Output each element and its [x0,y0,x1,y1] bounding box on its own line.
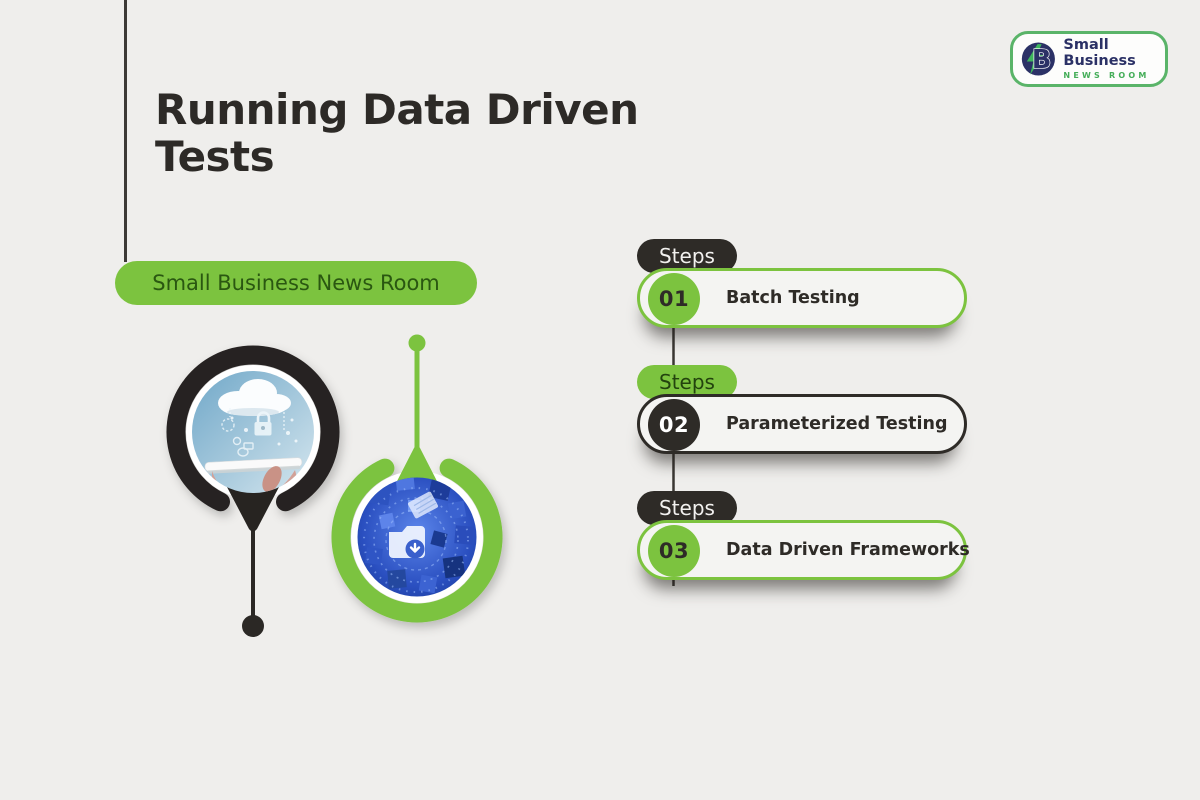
step-tab-label: Steps [659,370,715,394]
logo-monogram-icon: B [1021,42,1055,76]
step-number-badge: 03 [648,525,700,577]
step-number-badge: 02 [648,399,700,451]
brand-ribbon: Small Business News Room [115,261,477,305]
brand-logo: B Small Business NEWS ROOM [1010,31,1168,87]
step-tab: Steps [637,239,737,273]
green-ring [331,458,503,623]
step-pill: Parameterized Testing [637,394,967,454]
step-tab-label: Steps [659,244,715,268]
document-icons [408,491,438,519]
logo-brand-tagline: NEWS ROOM [1063,71,1150,81]
padlock-icon [254,411,272,436]
logo-brand-name: Small Business [1063,36,1136,69]
circuit-folder-photo [357,477,477,597]
step-tab: Steps [637,365,737,399]
green-pin-dot [408,334,426,352]
download-arrow-icon [409,542,421,553]
logo-lightning-icon [1026,44,1044,75]
step-tab-label: Steps [659,496,715,520]
step-label: Parameterized Testing [726,414,948,434]
green-pin-marker [331,334,503,623]
step-item-1: Steps Batch Testing 01 [637,239,967,334]
step-label: Data Driven Frameworks [726,540,970,560]
tech-dots [230,416,298,446]
logo-monogram: B [1032,45,1052,75]
tech-icons [221,408,285,457]
black-pin-dot [242,615,264,637]
black-pin-marker [166,345,340,637]
step-number-badge: 01 [648,273,700,325]
top-connector-line [124,0,127,262]
step-item-3: Steps Data Driven Frameworks 03 [637,491,970,586]
page-title: Running Data Driven Tests [155,85,639,182]
folder-icon [389,526,425,559]
brand-ribbon-label: Small Business News Room [152,271,440,295]
step-item-2: Steps Parameterized Testing 02 [637,365,967,460]
green-pin-point [393,445,441,489]
step-pill: Data Driven Frameworks [637,520,970,580]
step-label: Batch Testing [726,288,860,308]
step-tab: Steps [637,491,737,525]
logo-text: Small Business NEWS ROOM [1063,36,1165,81]
black-ring [166,345,340,512]
black-pin-point [227,481,279,532]
cloud-security-photo [192,371,314,493]
cloud-icon [218,379,291,416]
